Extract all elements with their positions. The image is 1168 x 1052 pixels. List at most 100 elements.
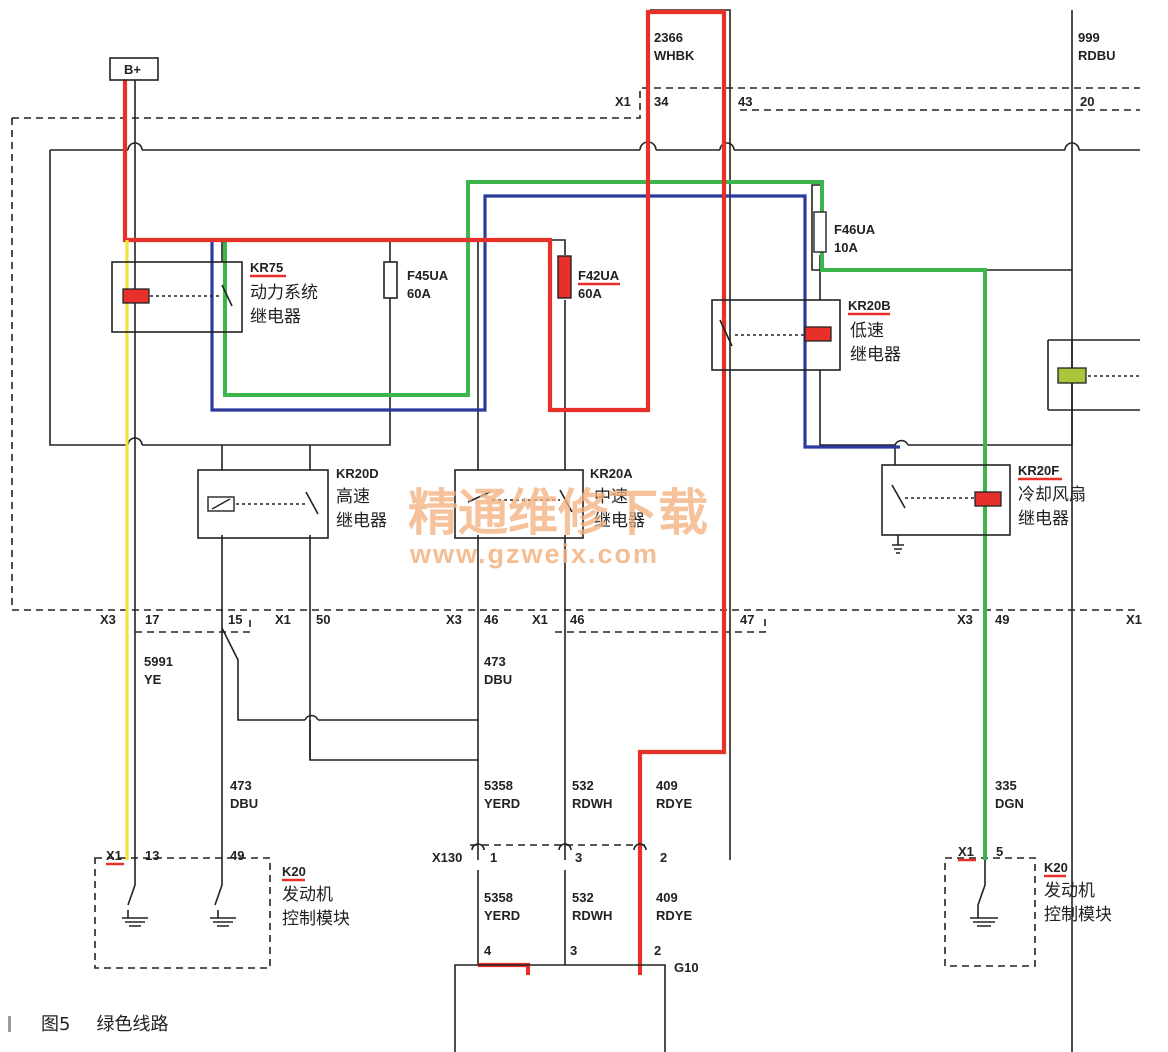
x3-left-pin-17: 17: [145, 612, 159, 627]
kr20f-name-line2: 继电器: [1018, 509, 1069, 529]
caption-bar-icon: [8, 1016, 11, 1032]
k20-left-id: K20: [282, 864, 306, 879]
wire-5991-circuit: 5991: [144, 654, 173, 669]
kr75-name-line2: 继电器: [250, 307, 301, 327]
f45ua-rating: 60A: [407, 286, 431, 301]
k20-right-id: K20: [1044, 860, 1068, 875]
k20-left-line1: 发动机: [282, 885, 333, 905]
kr20d-id: KR20D: [336, 466, 379, 481]
battery-supply: B+: [109, 57, 159, 81]
x130-pin-2: 2: [660, 850, 667, 865]
wire-532a-circuit: 532: [572, 778, 594, 793]
k20-left-line2: 控制模块: [282, 909, 350, 929]
component-g10: 4 3 2 G10: [454, 943, 699, 1052]
g10-pin-3: 3: [570, 943, 577, 958]
kr20d-name-line2: 继电器: [336, 511, 387, 531]
wire-409a-circuit: 409: [656, 778, 678, 793]
wire-5358a-color: YERD: [484, 796, 520, 811]
k20-left-pin-13: 13: [145, 848, 159, 863]
kr20f-id: KR20F: [1018, 463, 1059, 478]
kr20d-name-line1: 高速: [336, 487, 370, 507]
f42ua-rating: 60A: [578, 286, 602, 301]
x1-top-name: X1: [615, 94, 631, 109]
f45ua-id: F45UA: [407, 268, 449, 283]
wire-473a-circuit: 473: [484, 654, 506, 669]
g10-name: G10: [674, 960, 699, 975]
figure-caption: 图5 绿色线路: [0, 1010, 194, 1036]
k20-right-pin-5: 5: [996, 844, 1003, 859]
kr75-name-line1: 动力系统: [250, 283, 318, 303]
f46ua-id: F46UA: [834, 222, 876, 237]
green-wire: [223, 180, 987, 860]
relay-kr20d: KR20D 高速 继电器: [197, 466, 387, 539]
x130-pin-1: 1: [490, 850, 497, 865]
g10-pin-2: 2: [654, 943, 661, 958]
relay-kr20f: KR20F 冷却风扇 继电器: [881, 463, 1086, 536]
k20-right-line2: 控制模块: [1044, 905, 1112, 925]
wire-532a-color: RDWH: [572, 796, 612, 811]
x1-right-pin-46: 46: [570, 612, 584, 627]
kr75-id: KR75: [250, 260, 283, 275]
wire-409b-circuit: 409: [656, 890, 678, 905]
kr20a-name-line1: 中速: [594, 487, 628, 507]
kr20a-name-line2: 继电器: [594, 511, 645, 531]
wire-2366-color: WHBK: [654, 48, 695, 63]
relay-kr75: KR75 动力系统 继电器: [111, 260, 318, 333]
kr20b-name-line1: 低速: [850, 321, 884, 341]
k20-left-connector: X1: [106, 848, 122, 863]
x3-far-pin-49: 49: [995, 612, 1009, 627]
module-k20-left: X1 13 49 K20 发动机 控制模块: [106, 848, 350, 929]
wire-5358a-circuit: 5358: [484, 778, 513, 793]
k20-right-connector: X1: [958, 844, 974, 859]
fuse-f42ua: F42UA 60A: [557, 255, 620, 301]
wire-473b-circuit: 473: [230, 778, 252, 793]
blue-wire: [210, 194, 900, 449]
x1-top-pin-20: 20: [1080, 94, 1094, 109]
x3-left-name: X3: [100, 612, 116, 627]
g10-pin-4: 4: [484, 943, 492, 958]
f46ua-rating: 10A: [834, 240, 858, 255]
x1-edge-name: X1: [1126, 612, 1142, 627]
watermark-text: 精通维修下载: [408, 484, 708, 542]
fuse-f45ua: F45UA 60A: [383, 261, 449, 301]
x1-mid-pin-50: 50: [316, 612, 330, 627]
wire-2366-circuit: 2366: [654, 30, 683, 45]
x3-left-pin-15: 15: [228, 612, 242, 627]
wire-999-circuit: 999: [1078, 30, 1100, 45]
wire-473a-color: DBU: [484, 672, 512, 687]
relay-right-edge: [1057, 367, 1140, 384]
wire-409a-color: RDYE: [656, 796, 692, 811]
kr20a-id: KR20A: [590, 466, 633, 481]
wire-335-circuit: 335: [995, 778, 1017, 793]
x130-pin-3: 3: [575, 850, 582, 865]
wire-5358b-color: YERD: [484, 908, 520, 923]
k20-left-pin-49: 49: [230, 848, 244, 863]
k20-right-line1: 发动机: [1044, 881, 1095, 901]
relay-kr20b: KR20B 低速 继电器: [711, 298, 901, 371]
connector-x130: [471, 843, 647, 851]
x3-far-name: X3: [957, 612, 973, 627]
watermark-url: www.gzweix.com: [409, 539, 659, 569]
x1-top-pin-43: 43: [738, 94, 752, 109]
dashed-boundaries: [11, 87, 1140, 969]
wire-5991-color: YE: [144, 672, 162, 687]
caption-figure: 图5: [41, 1014, 71, 1035]
wire-335-color: DGN: [995, 796, 1024, 811]
wire-999-color: RDBU: [1078, 48, 1116, 63]
fuse-f46ua: F46UA 10A: [813, 211, 876, 255]
wire-5358b-circuit: 5358: [484, 890, 513, 905]
wire-473b-color: DBU: [230, 796, 258, 811]
f42ua-id: F42UA: [578, 268, 620, 283]
caption-title: 绿色线路: [96, 1014, 169, 1035]
kr20f-name-line1: 冷却风扇: [1018, 485, 1086, 505]
wire-532b-circuit: 532: [572, 890, 594, 905]
module-k20-right: X1 5 K20 发动机 控制模块: [958, 844, 1112, 925]
x1-right-name: X1: [532, 612, 548, 627]
x1-mid-name: X1: [275, 612, 291, 627]
wire-409b-color: RDYE: [656, 908, 692, 923]
x3-mid-name: X3: [446, 612, 462, 627]
wire-532b-color: RDWH: [572, 908, 612, 923]
x1-right-pin-47: 47: [740, 612, 754, 627]
x130-name: X130: [432, 850, 462, 865]
